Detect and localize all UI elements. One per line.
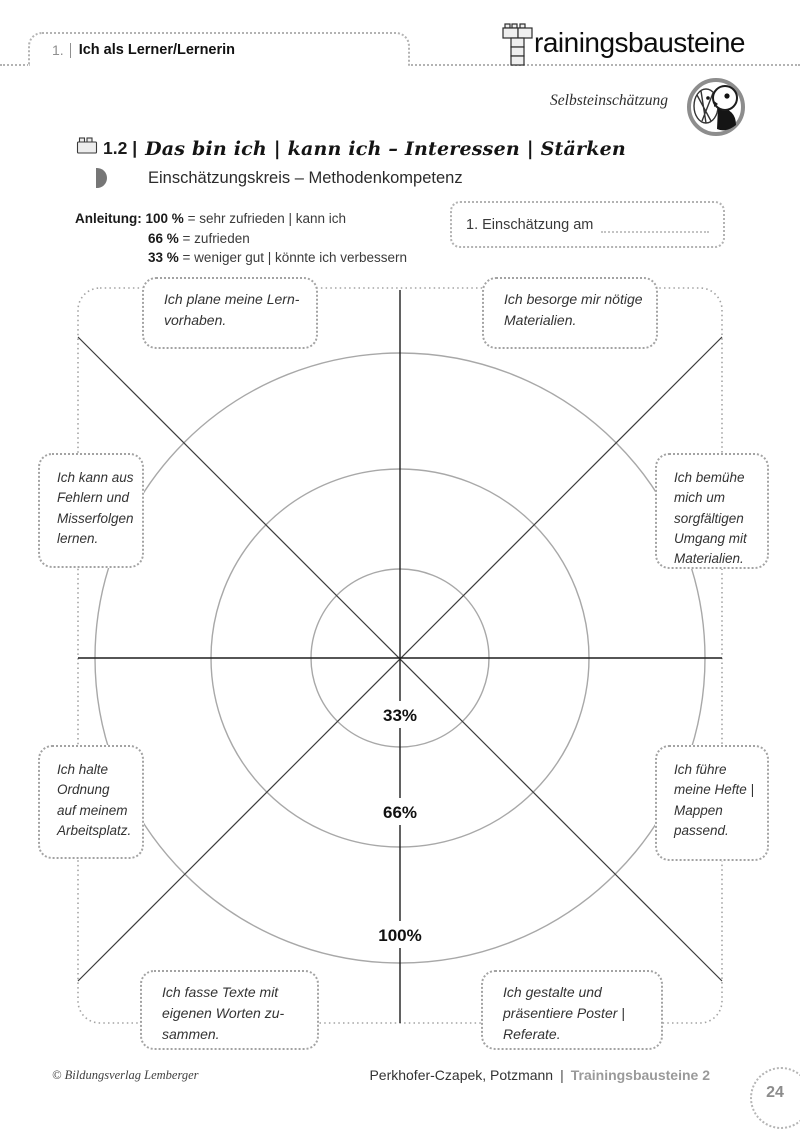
assessment-date-label: 1. Einschätzung am [466,216,594,233]
footer-separator: | [560,1067,564,1083]
instructions-label: Anleitung: [75,211,142,226]
instruction-text: = weniger gut | könnte ich verbessern [182,250,408,265]
instruction-line: Anleitung: 100 % = sehr zufrieden | kann… [75,209,407,229]
footer-series: Trainingsbausteine 2 [570,1067,710,1083]
competency-label-bottom-right: Ich gestalte und präsentiere Poster | Re… [481,970,663,1050]
instruction-value: 33 % [148,250,179,265]
copyright: © Bildungsverlag Lemberger [52,1068,199,1082]
page-number-circle [750,1067,800,1129]
tab-divider [69,42,71,58]
worksheet-title-row: 1.2 | Das bin ich | kann ich – Interesse… [76,136,626,161]
section-number: 1.2 | [103,138,138,158]
instruction-text: = zufrieden [182,230,250,246]
instruction-line: 66 % = zufrieden [148,229,407,249]
chapter-tab: 1. Ich als Lerner/Lernerin [28,32,410,66]
subtitle-row: Einschätzungskreis – Methodenkompetenz [96,168,463,188]
subtitle: Einschätzungskreis – Methodenkompetenz [148,168,463,187]
instruction-line: 33 % = weniger gut | könnte ich verbesse… [148,248,407,268]
brick-icon [76,136,99,161]
owl-logo-icon [684,77,750,144]
instruction-value: 100 % [145,211,184,226]
chapter-title: Ich als Lerner/Lernerin [78,42,236,58]
ring-label-100: 100% [378,926,421,945]
instruction-value: 66 % [148,230,179,246]
instruction-text: = sehr zufrieden | kann ich [187,211,347,226]
competency-label-right-lower: Ich führe meine Hefte | Mappen passend. [655,745,769,861]
ring-label-33: 33% [383,706,417,725]
competency-label-left-lower: Ich halte Ordnung auf meinem Arbeitsplat… [38,745,144,859]
competency-label-right-upper: Ich bemühe mich um sorgfältigen Umgang m… [655,453,769,569]
assessment-circle-diagram: 33% 66% 100% [77,287,723,1024]
category-label: Selbsteinschätzung [550,92,668,109]
brick-t-icon [502,20,534,73]
brand-logo: rainingsbausteine [502,20,746,73]
instructions-block: Anleitung: 100 % = sehr zufrieden | kann… [75,209,407,268]
date-write-line[interactable] [601,217,709,233]
page-title: Das bin ich | kann ich – Interessen | St… [145,137,626,160]
competency-label-top-left: Ich plane meine Lern- vorhaben. [142,277,318,349]
ring-label-66: 66% [383,803,417,822]
footer-authors: Perkhofer-Czapek, Potzmann [369,1067,554,1083]
competency-label-left-upper: Ich kann aus Fehlern und Misserfolgen le… [38,453,144,568]
competency-label-top-right: Ich besorge mir nötige Materialien. [482,277,658,349]
competency-label-bottom-left: Ich fasse Texte mit eigenen Worten zu- s… [140,970,319,1050]
chapter-number: 1. [52,42,64,58]
page-number: 24 [766,1084,784,1101]
assessment-date-box: 1. Einschätzung am [450,201,725,248]
half-circle-bullet-icon [96,168,107,188]
footer-credits: Perkhofer-Czapek, Potzmann | Trainingsba… [369,1067,710,1083]
brand-name: rainingsbausteine [534,27,746,58]
